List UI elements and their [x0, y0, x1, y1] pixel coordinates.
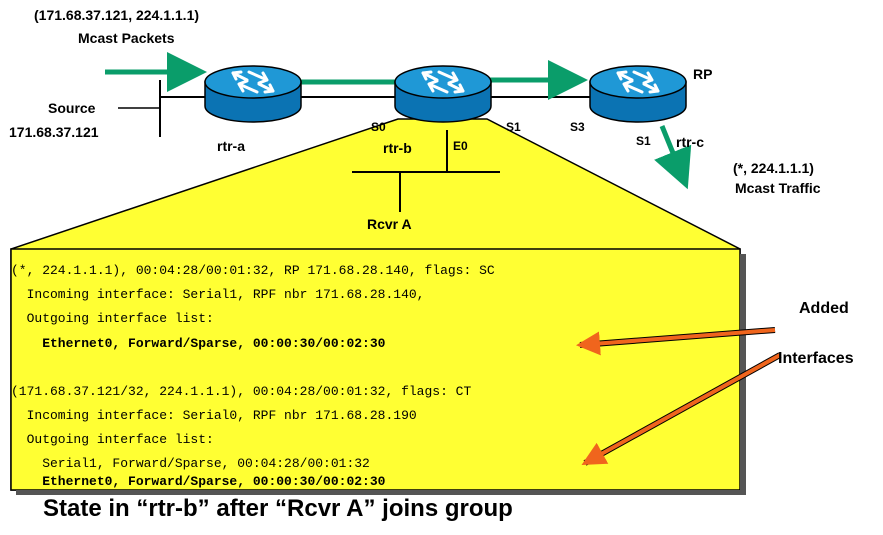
mcast-packets-label: Mcast Packets — [78, 30, 175, 46]
code-line: (171.68.37.121/32, 224.1.1.1), 00:04:28/… — [11, 384, 472, 399]
source-address: 171.68.37.121 — [9, 124, 99, 140]
figure-caption: State in “rtr-b” after “Rcvr A” joins gr… — [43, 495, 513, 522]
rp-traffic-label: Mcast Traffic — [735, 180, 821, 196]
code-line-added: Ethernet0, Forward/Sparse, 00:00:30/00:0… — [11, 474, 386, 489]
orange-arrow-lower-fill — [581, 353, 781, 465]
code-line: Incoming interface: Serial0, RPF nbr 171… — [11, 408, 417, 423]
source-label: Source — [48, 100, 96, 116]
code-box — [10, 248, 741, 491]
orange-arrow-upper-fill — [576, 328, 776, 356]
callout-interfaces: Interfaces — [778, 350, 854, 367]
iface-rtr-b-s0: S0 — [371, 120, 386, 134]
iface-rtr-c-s1: S1 — [636, 134, 651, 148]
receiver-label: Rcvr A — [367, 216, 412, 232]
code-line: (*, 224.1.1.1), 00:04:28/00:01:32, RP 17… — [11, 263, 495, 278]
iface-rtr-c-s3: S3 — [570, 120, 585, 134]
router-icon-rtr-a — [203, 64, 303, 124]
code-line: Incoming interface: Serial1, RPF nbr 171… — [11, 287, 425, 302]
iface-rtr-b-e0: E0 — [453, 139, 468, 153]
code-line: Serial1, Forward/Sparse, 00:04:28/00:01:… — [11, 456, 370, 471]
rtr-b-state-output: (*, 224.1.1.1), 00:04:28/00:01:32, RP 17… — [11, 260, 740, 490]
code-line: Outgoing interface list: — [11, 311, 214, 326]
code-box-shadow-bottom — [16, 490, 746, 495]
router-icon-rtr-b — [393, 64, 493, 124]
rp-label: RP — [693, 66, 713, 82]
rp-traffic-group: (*, 224.1.1.1) — [733, 160, 814, 176]
rtr-c-label: rtr-c — [676, 134, 705, 150]
source-group-label: (171.68.37.121, 224.1.1.1) — [34, 7, 200, 23]
rtr-b-label: rtr-b — [383, 140, 412, 156]
rtr-a-label: rtr-a — [217, 138, 246, 154]
code-line: Outgoing interface list: — [11, 432, 214, 447]
iface-rtr-b-s1: S1 — [506, 120, 521, 134]
green-arrow-out — [654, 125, 692, 190]
code-line-added: Ethernet0, Forward/Sparse, 00:00:30/00:0… — [11, 336, 386, 351]
router-icon-rtr-c — [588, 64, 688, 124]
callout-added: Added — [799, 300, 849, 317]
